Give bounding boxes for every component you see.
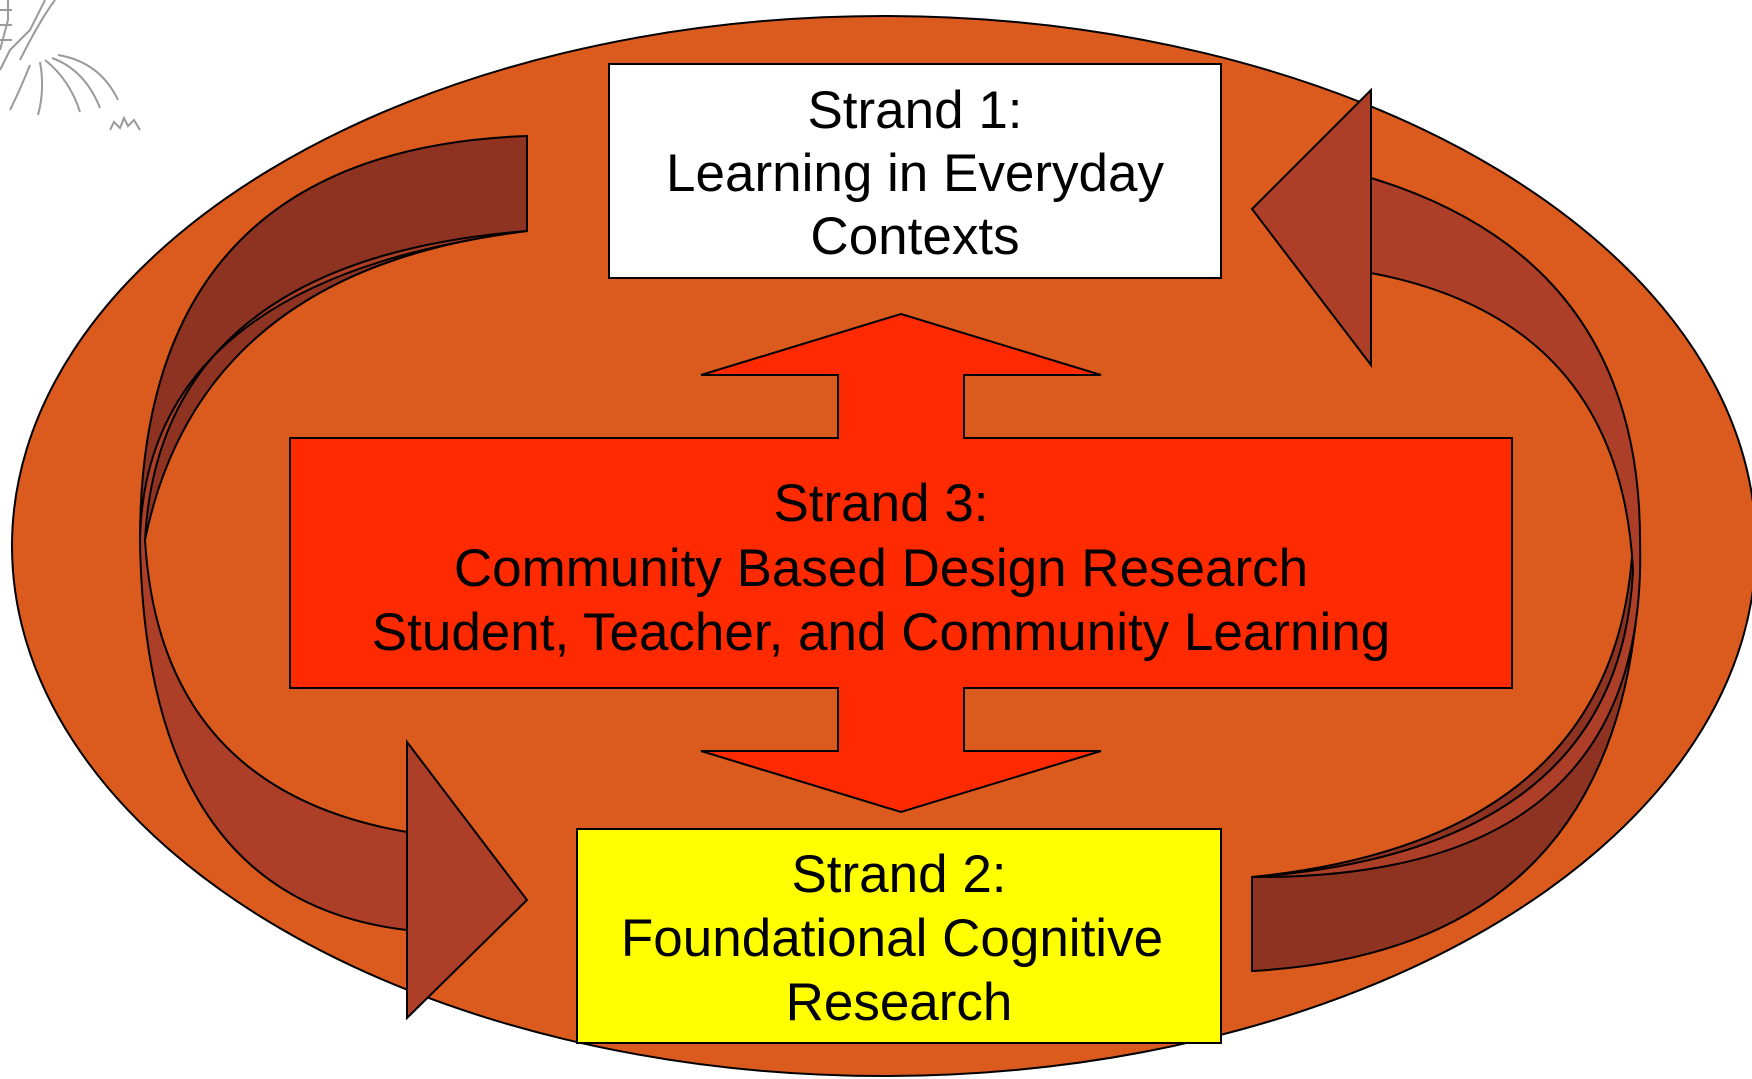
right-curved-arrow: [1250, 87, 1642, 973]
strand3-double-arrow: [289, 312, 1513, 814]
strand2-box: [576, 828, 1222, 1044]
right-arrowhead: [1250, 87, 1372, 368]
strand3-line2: Community Based Design Research: [454, 539, 1308, 598]
strand3-line1: Strand 3:: [773, 474, 988, 533]
left-curved-arrow: [138, 134, 529, 1021]
left-arrowhead: [406, 739, 529, 1021]
strand2-line3: Research: [786, 973, 1013, 1032]
strand1-line3: Contexts: [810, 207, 1019, 266]
strand1-box: [608, 63, 1222, 279]
strand2-line1: Strand 2:: [791, 845, 1006, 904]
strand2-line2: Foundational Cognitive: [621, 909, 1163, 968]
strand1-line1: Strand 1:: [807, 81, 1022, 140]
strand3-line3: Student, Teacher, and Community Learning: [372, 603, 1390, 662]
tree-roots-sketch-icon: [0, 0, 141, 131]
strand1-line2: Learning in Everyday: [666, 144, 1164, 203]
